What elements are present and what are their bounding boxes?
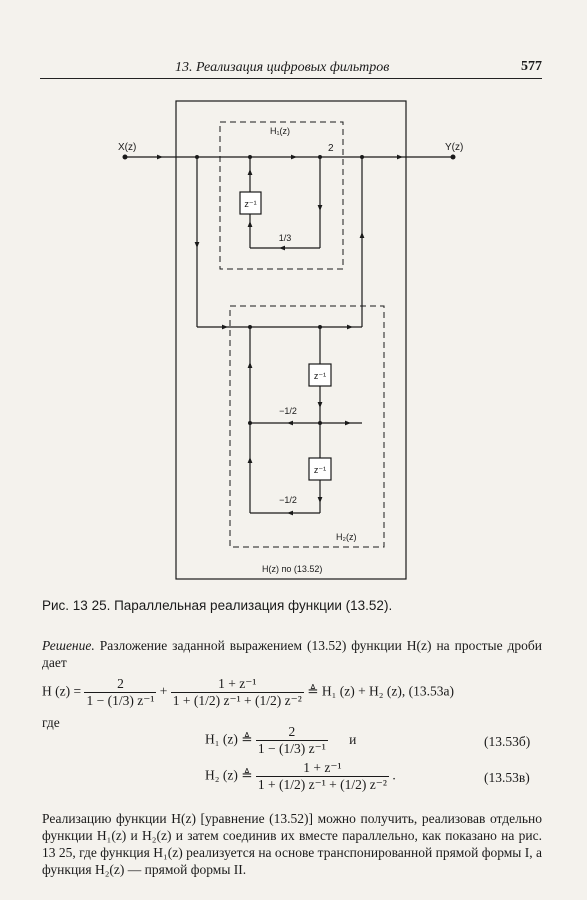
where-word: где bbox=[42, 715, 60, 730]
solution-text: Разложение заданной выражением (13.52) ф… bbox=[42, 638, 543, 670]
output-node bbox=[450, 154, 456, 160]
eq-b-den: 1 − (1/3) z⁻¹ bbox=[257, 741, 326, 756]
equation-b: H₁ (z) ≜ 2 1 − (1/3) z⁻¹ и bbox=[205, 724, 356, 757]
eq-a-fraction-1: 2 1 − (1/3) z⁻¹ bbox=[84, 676, 157, 709]
eq-a-fraction-2: 1 + z⁻¹ 1 + (1/2) z⁻¹ + (1/2) z⁻² bbox=[170, 676, 304, 709]
eq-b-num: 2 bbox=[255, 724, 328, 741]
running-header: 13. Реализация цифровых фильтров 577 bbox=[40, 56, 542, 79]
outer-label: H(z) по (13.52) bbox=[262, 564, 322, 574]
eq-a-lhs: H (z) = bbox=[42, 683, 82, 699]
eq-a-f2-num: 1 + z⁻¹ bbox=[170, 676, 304, 693]
h2-delay-block-2 bbox=[308, 457, 332, 481]
h2-coefficient-b: −1/2 bbox=[279, 495, 297, 505]
block-diagram: z⁻¹ 1/3 z⁻¹ z⁻¹ −1/2 −1/2 X(z) Y(z) 2 H₁… bbox=[118, 100, 463, 580]
h1-delay-block bbox=[239, 191, 262, 215]
eq-a-number: (13.53а) bbox=[408, 683, 454, 699]
h2-label: H₂(z) bbox=[336, 532, 357, 542]
eq-c-lhs: H₂ (z) ≜ bbox=[205, 767, 253, 783]
eq-a-rhs: ≜ H₁ (z) + H₂ (z), bbox=[307, 683, 406, 699]
input-node bbox=[122, 154, 128, 160]
eq-c-tail: . bbox=[392, 767, 396, 783]
input-label: X(z) bbox=[118, 142, 136, 153]
output-label: Y(z) bbox=[445, 142, 463, 153]
h1-dashed-box bbox=[219, 121, 344, 270]
equation-a: H (z) = 2 1 − (1/3) z⁻¹ + 1 + z⁻¹ 1 + (1… bbox=[42, 676, 454, 709]
h2-delay-label-1: z⁻¹ bbox=[314, 371, 326, 381]
h2-coefficient-a: −1/2 bbox=[279, 406, 297, 416]
eq-c-number: (13.53в) bbox=[484, 770, 530, 785]
figure-caption: Рис. 13 25. Параллельная реализация функ… bbox=[42, 598, 393, 613]
h1-coefficient: 1/3 bbox=[279, 233, 292, 243]
equation-c: H₂ (z) ≜ 1 + z⁻¹ 1 + (1/2) z⁻¹ + (1/2) z… bbox=[205, 760, 396, 793]
eq-c-den: 1 + (1/2) z⁻¹ + (1/2) z⁻² bbox=[257, 777, 387, 792]
eq-c-num: 1 + z⁻¹ bbox=[255, 760, 389, 777]
solution-paragraph: Решение. Разложение заданной выражением … bbox=[42, 637, 542, 671]
h1-label: H₁(z) bbox=[270, 126, 290, 136]
eq-a-plus: + bbox=[159, 683, 168, 699]
h2-delay-block-1 bbox=[308, 363, 332, 387]
chapter-title: 13. Реализация цифровых фильтров bbox=[175, 60, 390, 75]
eq-a-f1-num: 2 bbox=[84, 676, 157, 693]
eq-b-fraction: 2 1 − (1/3) z⁻¹ bbox=[255, 724, 328, 757]
eq-b-conjunction: и bbox=[349, 731, 357, 747]
eq-b-number: (13.53б) bbox=[484, 734, 531, 749]
eq-b-lhs: H₁ (z) ≜ bbox=[205, 731, 253, 747]
outer-box bbox=[175, 100, 407, 580]
final-paragraph: Реализацию функции H(z) [уравнение (13.5… bbox=[42, 811, 542, 877]
eq-a-f1-den: 1 − (1/3) z⁻¹ bbox=[86, 693, 155, 708]
h2-dashed-box bbox=[229, 305, 385, 548]
eq-c-fraction: 1 + z⁻¹ 1 + (1/2) z⁻¹ + (1/2) z⁻² bbox=[255, 760, 389, 793]
page-number: 577 bbox=[521, 59, 542, 74]
h1-delay-label: z⁻¹ bbox=[244, 199, 256, 209]
node-label: 2 bbox=[328, 143, 334, 154]
eq-a-f2-den: 1 + (1/2) z⁻¹ + (1/2) z⁻² bbox=[172, 693, 302, 708]
solution-lead: Решение. bbox=[42, 638, 95, 653]
h2-delay-label-2: z⁻¹ bbox=[314, 465, 326, 475]
